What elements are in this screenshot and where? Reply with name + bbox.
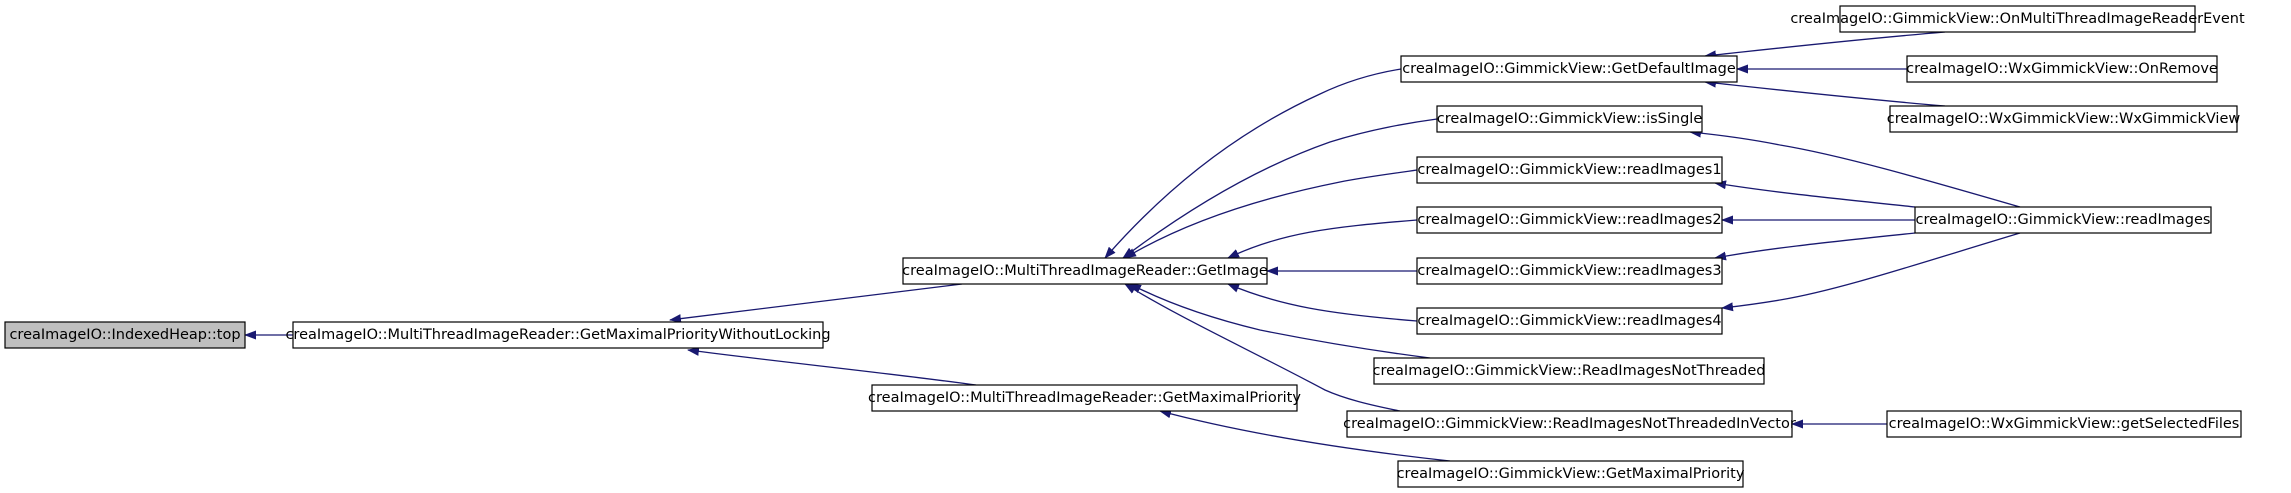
call-edge [1714,232,1916,261]
function-node[interactable]: creaImageIO::GimmickView::isSingle [1436,105,1703,133]
function-node[interactable]: creaImageIO::GimmickView::GetDefaultImag… [1400,55,1738,83]
call-edge [1227,283,1418,322]
node-label: creaImageIO::IndexedHeap::top [9,327,240,343]
node-box [1416,206,1723,234]
node-box [1889,105,2238,133]
node-label: creaImageIO::GimmickView::readImages3 [1417,263,1721,279]
call-edge [1704,78,1946,107]
node-label: creaImageIO::GimmickView::isSingle [1437,111,1703,127]
node-label: creaImageIO::GimmickView::ReadImagesNotT… [1373,363,1766,379]
function-node[interactable]: creaImageIO::GimmickView::readImages1 [1416,156,1723,184]
node-box [1346,410,1793,438]
call-edge [1104,68,1402,259]
node-label: creaImageIO::MultiThreadImageReader::Get… [868,390,1301,406]
function-node[interactable]: creaImageIO::GimmickView::OnMultiThreadI… [1790,5,2245,33]
call-edge [1122,118,1438,259]
node-label: creaImageIO::GimmickView::readImages1 [1417,162,1721,178]
node-box [1416,307,1723,335]
node-label: creaImageIO::GimmickView::readImages2 [1417,212,1721,228]
node-box [871,384,1298,412]
node-box [1400,55,1738,83]
node-box [4,321,246,349]
node-label: creaImageIO::MultiThreadImageReader::Get… [902,263,1268,279]
function-node[interactable]: creaImageIO::GimmickView::ReadImagesNotT… [1343,410,1796,438]
node-label: creaImageIO::GimmickView::OnMultiThreadI… [1790,11,2245,27]
node-label: creaImageIO::GimmickView::GetMaximalPrio… [1397,466,1745,482]
call-edge [1124,283,1401,412]
node-label: creaImageIO::MultiThreadImageReader::Get… [285,327,830,343]
call-edge [1129,283,1431,359]
function-node[interactable]: creaImageIO::MultiThreadImageReader::Get… [285,321,831,349]
node-box [1886,410,2242,438]
node-box [292,321,824,349]
node-box [1416,257,1723,285]
function-node[interactable]: creaImageIO::GimmickView::readImages4 [1416,307,1723,335]
node-box [1397,460,1744,488]
function-node[interactable]: creaImageIO::MultiThreadImageReader::Get… [902,257,1268,285]
function-node[interactable]: creaImageIO::GimmickView::readImages3 [1416,257,1723,285]
function-node[interactable]: creaImageIO::GimmickView::GetMaximalPrio… [1397,460,1745,488]
function-node[interactable]: creaImageIO::MultiThreadImageReader::Get… [868,384,1301,412]
node-label: creaImageIO::WxGimmickView::WxGimmickVie… [1887,111,2241,127]
node-box [902,257,1268,285]
edge-layer [244,31,2021,462]
function-node[interactable]: creaImageIO::GimmickView::ReadImagesNotT… [1373,357,1766,385]
node-label: creaImageIO::WxGimmickView::getSelectedF… [1889,416,2240,432]
call-edge [687,346,977,386]
call-edge [1689,128,2021,208]
call-edge [1721,232,2021,312]
node-box [1436,105,1703,133]
node-box [1914,206,2212,234]
node-box [1416,156,1723,184]
root-function-node[interactable]: creaImageIO::IndexedHeap::top [4,321,246,349]
node-box [1839,5,2196,33]
function-node[interactable]: creaImageIO::GimmickView::readImages2 [1416,206,1723,234]
function-node[interactable]: creaImageIO::WxGimmickView::WxGimmickVie… [1887,105,2241,133]
node-box [1906,55,2218,83]
call-edge [1714,180,1916,208]
node-label: creaImageIO::GimmickView::ReadImagesNotT… [1343,416,1796,432]
function-node[interactable]: creaImageIO::WxGimmickView::getSelectedF… [1886,410,2242,438]
node-label: creaImageIO::GimmickView::readImages [1916,212,2211,228]
function-node[interactable]: creaImageIO::WxGimmickView::OnRemove [1906,55,2218,83]
call-edge [1227,219,1418,259]
call-edge [1704,31,1946,60]
node-label: creaImageIO::GimmickView::GetDefaultImag… [1402,61,1736,77]
node-box [1373,357,1765,385]
call-edge [669,283,963,324]
function-node[interactable]: creaImageIO::GimmickView::readImages [1914,206,2212,234]
call-edge [1124,169,1418,259]
node-label: creaImageIO::GimmickView::readImages4 [1417,313,1721,329]
call-edge [1159,409,1451,462]
node-label: creaImageIO::WxGimmickView::OnRemove [1906,61,2218,77]
